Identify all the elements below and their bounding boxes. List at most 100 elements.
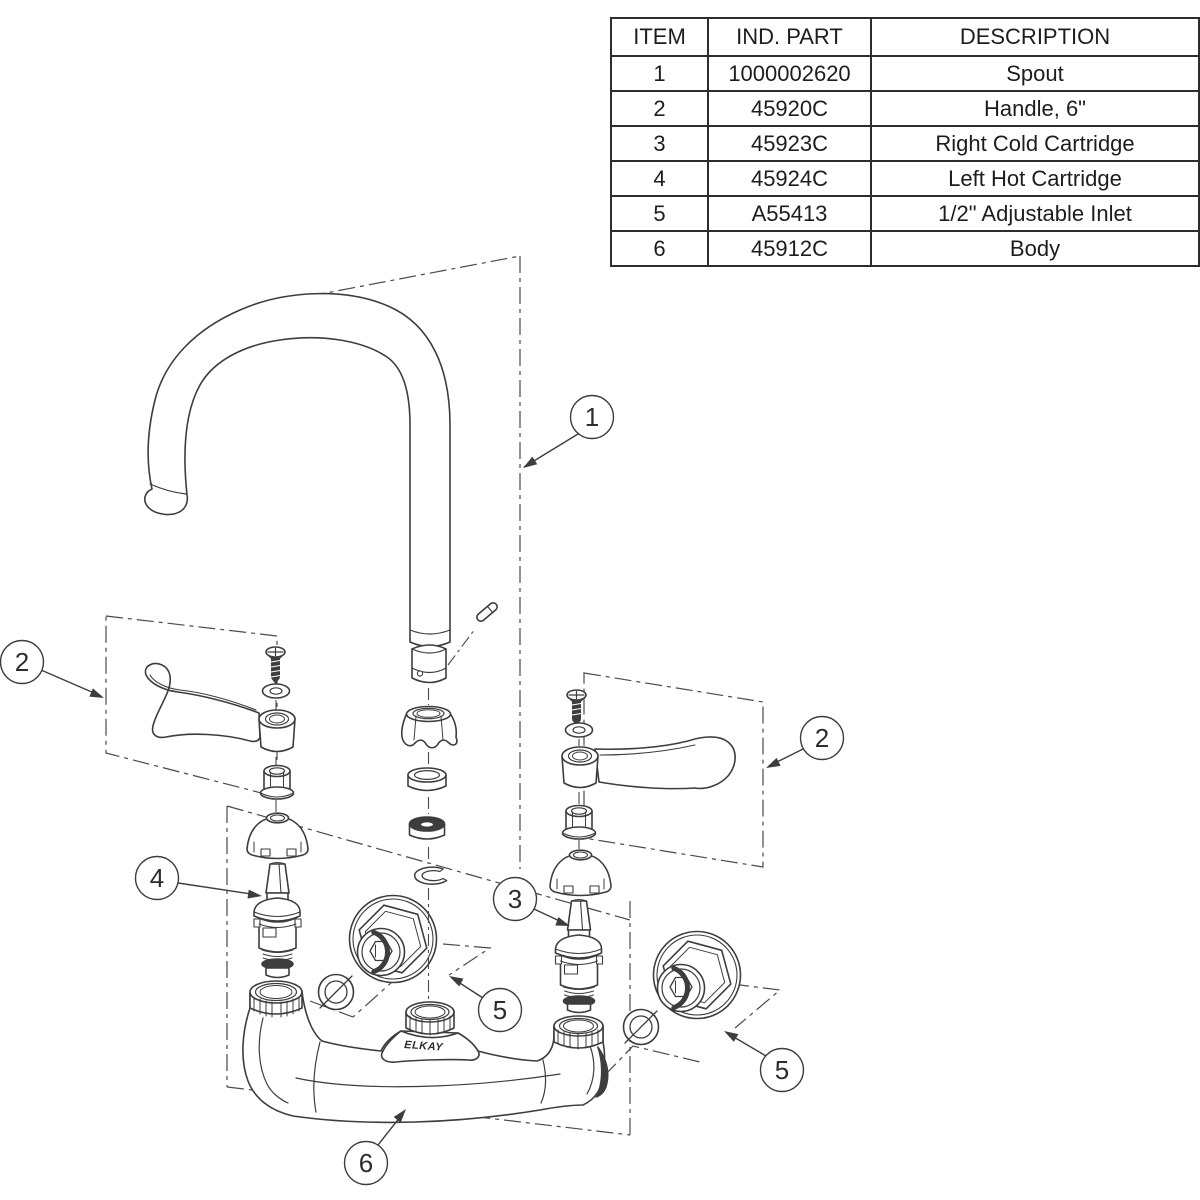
cell-item: 3 [610, 125, 709, 162]
cell-ind-part: 45924C [707, 160, 872, 197]
body-region-boundary [226, 805, 631, 1136]
table-row: 5 A55413 1/2" Adjustable Inlet [610, 195, 1200, 232]
svg-text:4: 4 [150, 863, 164, 893]
cell-description: Right Cold Cartridge [870, 125, 1200, 162]
callout-cartridge-left: 4 [134, 855, 262, 901]
handle-base-right [549, 849, 612, 897]
callout-bubble [134, 855, 180, 901]
callout-spout: 1 [523, 394, 615, 468]
spout [143, 292, 451, 684]
table-row: 2 45920C Handle, 6" [610, 90, 1200, 127]
callout-cartridge-right: 3 [492, 876, 570, 926]
column-header-ind-part: IND. PART [707, 17, 872, 57]
arrowhead [393, 1109, 406, 1123]
cell-ind-part: 1000002620 [707, 55, 872, 92]
callout-handle-left: 2 [0, 639, 104, 698]
callout-handle-right: 2 [766, 715, 845, 768]
handle-screw-right [566, 689, 587, 726]
column-header-item: ITEM [610, 17, 709, 57]
body-shadow [595, 1046, 609, 1098]
cell-ind-part: 45923C [707, 125, 872, 162]
o-ring [408, 816, 446, 840]
body-center-boss [380, 1030, 480, 1063]
cell-ind-part: 45920C [707, 90, 872, 127]
column-header-description: DESCRIPTION [870, 17, 1200, 57]
svg-text:1: 1 [585, 402, 599, 432]
callout-bubble [759, 1047, 805, 1093]
svg-text:5: 5 [775, 1055, 789, 1085]
pin-leader [447, 628, 476, 666]
cell-description: Spout [870, 55, 1200, 92]
cell-description: Body [870, 230, 1200, 267]
cell-description: Handle, 6" [870, 90, 1200, 127]
spout-pin-hole [416, 670, 424, 677]
cell-item: 2 [610, 90, 709, 127]
cell-description: Left Hot Cartridge [870, 160, 1200, 197]
spacer-ring [407, 767, 447, 792]
cell-item: 4 [610, 160, 709, 197]
callout-bubble [799, 715, 845, 761]
svg-text:2: 2 [15, 647, 29, 677]
body-contours [258, 1017, 595, 1113]
seal-left [317, 973, 355, 1011]
arrowhead [555, 916, 570, 926]
retaining-pin [476, 602, 498, 622]
callout-body: 6 [343, 1109, 406, 1186]
svg-text:2: 2 [815, 723, 829, 753]
spout-nut [400, 705, 458, 749]
arrowhead [724, 1031, 739, 1042]
svg-text:3: 3 [508, 884, 522, 914]
centerlines [275, 628, 580, 999]
seal-right [622, 1008, 660, 1046]
handle-washer-left [261, 683, 291, 699]
arrowhead [247, 889, 262, 899]
inlet-center [348, 894, 438, 984]
cell-description: 1/2" Adjustable Inlet [870, 195, 1200, 232]
handle-lever-right [561, 736, 736, 790]
table-row: 4 45924C Left Hot Cartridge [610, 160, 1200, 197]
arrowhead [449, 976, 464, 987]
callout-bubble [477, 987, 523, 1033]
brand-text: ELKAY [404, 1039, 445, 1054]
body-port-center [405, 1001, 455, 1036]
table-row: 3 45923C Right Cold Cartridge [610, 125, 1200, 162]
cell-item: 6 [610, 230, 709, 267]
handle-lever-left [144, 662, 296, 753]
handle-washer-right [564, 722, 594, 738]
section-plane-right [603, 983, 782, 1077]
table-header-row: ITEM IND. PART DESCRIPTION [610, 17, 1200, 57]
callout-bubble [492, 876, 538, 922]
cartridge-right-cold [554, 898, 604, 1014]
arrowhead [766, 757, 781, 768]
handle-nut-left [259, 764, 295, 800]
callout-bubble [343, 1140, 389, 1186]
table-row: 1 1000002620 Spout [610, 55, 1200, 92]
svg-text:5: 5 [493, 995, 507, 1025]
body-port-right [553, 1015, 604, 1050]
callout-inlet-right: 5 [724, 1031, 805, 1093]
spout-tip-line [149, 483, 187, 495]
body-casting: ELKAY [242, 980, 609, 1124]
cell-ind-part: 45912C [707, 230, 872, 267]
svg-text:6: 6 [359, 1148, 373, 1178]
callout-bubble [569, 394, 615, 440]
arrowhead [523, 456, 538, 468]
cell-item: 5 [610, 195, 709, 232]
inlet-right [652, 930, 742, 1020]
cell-ind-part: A55413 [707, 195, 872, 232]
handle-left-assembly [144, 646, 309, 860]
spout-end-band [409, 629, 451, 635]
handle-base-left [246, 812, 309, 860]
callout-inlet-center: 5 [449, 976, 523, 1033]
handle-screw-left [265, 646, 286, 684]
cell-item: 1 [610, 55, 709, 92]
snap-ring [413, 866, 448, 885]
handle-nut-right [561, 804, 597, 840]
callout-bubble [0, 639, 45, 685]
cartridge-left-hot [253, 861, 302, 979]
body-port-left [249, 980, 303, 1018]
section-plane-center [442, 943, 492, 976]
arrowhead [89, 688, 104, 698]
